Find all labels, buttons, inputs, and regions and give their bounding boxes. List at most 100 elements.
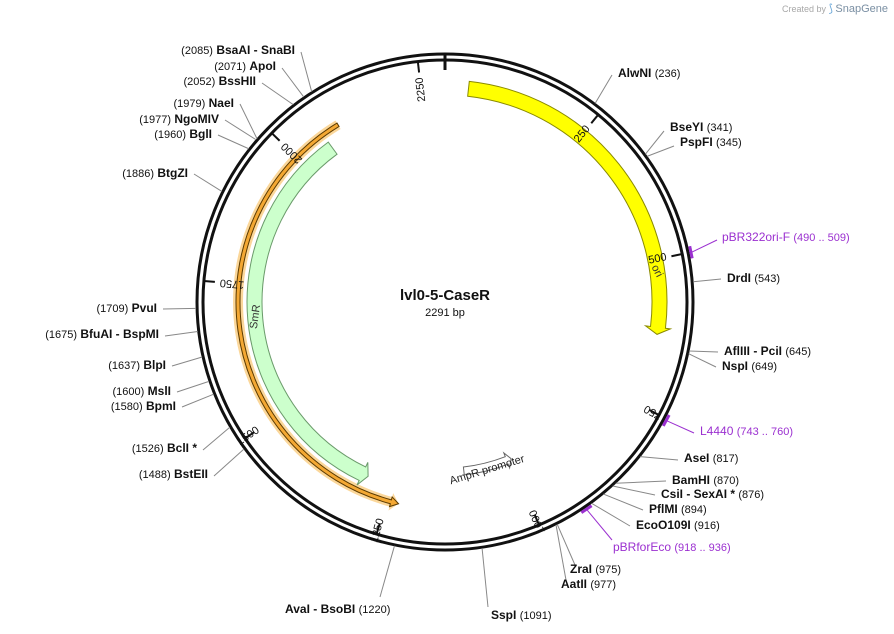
site-line-blpi: [171, 356, 203, 367]
tick-label-1250: 1250: [368, 517, 386, 544]
site-name-bpmi: BpmI: [146, 399, 176, 413]
site-name-blpi: BlpI: [143, 358, 166, 372]
primer-mark-pbrforeco[interactable]: [580, 504, 593, 514]
site-label-bfuai[interactable]: (1675) BfuAI - BspMI: [45, 327, 159, 341]
site-name-bseyi: BseYI: [670, 120, 703, 134]
site-line-alwni: [594, 74, 613, 104]
site-label-aatii[interactable]: AatII (977): [561, 577, 616, 591]
site-line-nspi: [688, 353, 717, 368]
site-position-bsaai: (2085): [181, 45, 213, 57]
tick-mark-250: [590, 114, 600, 124]
site-label-bcli[interactable]: (1526) BclI *: [132, 441, 197, 455]
site-position-naei: (1979): [174, 98, 206, 110]
site-label-pflmi[interactable]: PflMI (894): [649, 502, 707, 516]
orange-band-feature-arrow[interactable]: [235, 122, 400, 508]
primer-mark-pbr322ori-f[interactable]: [688, 245, 694, 259]
site-label-apoi[interactable]: (2071) ApoI: [214, 59, 276, 73]
tick-label-500: 500: [647, 251, 667, 266]
site-position-pvui: (1709): [97, 303, 129, 315]
site-position-bgli: (1960): [154, 129, 186, 141]
tick-mark-1250: [375, 523, 381, 535]
orange-band-halo: [232, 120, 399, 511]
site-label-csii[interactable]: CsiI - SexAI * (876): [661, 487, 764, 501]
site-label-drdi[interactable]: DrdI (543): [727, 271, 780, 285]
tick-mark-2000: [271, 132, 281, 142]
site-position-blpi: (1637): [108, 360, 140, 372]
primer-range-l4440: (743 .. 760): [737, 426, 793, 438]
primer-line-pbrforeco: [586, 509, 613, 541]
site-label-asei[interactable]: AseI (817): [684, 451, 738, 465]
site-name-bamhi: BamHI: [672, 473, 710, 487]
site-name-bsteii: BstEII: [174, 467, 208, 481]
site-label-afliii[interactable]: AflIII - PciI (645): [724, 344, 811, 358]
site-line-bsteii: [213, 448, 245, 477]
site-position-alwni: (236): [655, 68, 681, 80]
site-line-bpmi: [181, 393, 214, 408]
ampr-promoter-feature-arrow[interactable]: [462, 451, 512, 476]
site-position-afliii: (645): [785, 346, 811, 358]
site-label-bamhi[interactable]: BamHI (870): [672, 473, 739, 487]
site-label-ngomiv[interactable]: (1977) NgoMIV: [139, 112, 219, 126]
site-position-ecoo109i: (916): [694, 520, 720, 532]
site-position-drdi: (543): [754, 273, 780, 285]
site-name-pvui: PvuI: [132, 301, 157, 315]
tick-label-750: 750: [642, 402, 664, 421]
site-label-alwni[interactable]: AlwNI (236): [618, 66, 680, 80]
site-position-nspi: (649): [751, 361, 777, 373]
site-line-afliii: [689, 350, 719, 353]
tick-mark-1750: [203, 279, 215, 283]
site-line-sspi: [481, 548, 489, 608]
site-label-sspi[interactable]: SspI (1091): [491, 608, 551, 622]
site-line-bseyi: [644, 130, 665, 155]
site-position-bcli: (1526): [132, 443, 164, 455]
backbone-outer-ring: [195, 52, 695, 552]
site-name-btgzi: BtgZI: [157, 166, 188, 180]
site-label-bseyi[interactable]: BseYI (341): [670, 120, 732, 134]
site-label-ecoo109i[interactable]: EcoO109I (916): [636, 518, 720, 532]
tick-mark-750: [648, 409, 660, 416]
site-line-pspfi: [646, 145, 675, 157]
site-name-bsaai: BsaAI - SnaBI: [216, 43, 295, 57]
site-label-zrai[interactable]: ZraI (975): [570, 562, 621, 576]
site-position-bseyi: (341): [707, 122, 733, 134]
snapgene-logo-icon: ⟆: [828, 3, 833, 15]
site-label-btgzi[interactable]: (1886) BtgZI: [122, 166, 188, 180]
site-line-bamhi: [615, 480, 667, 484]
smr-feature-arrow[interactable]: [246, 141, 369, 486]
site-line-drdi: [693, 278, 722, 283]
site-label-bpmi[interactable]: (1580) BpmI: [111, 399, 176, 413]
site-label-pvui[interactable]: (1709) PvuI: [97, 301, 157, 315]
site-name-asei: AseI: [684, 451, 709, 465]
credit-prefix: Created by: [782, 4, 827, 14]
site-line-btgzi: [193, 173, 223, 192]
site-name-afliii: AflIII - PciI: [724, 344, 782, 358]
site-label-nspi[interactable]: NspI (649): [722, 359, 777, 373]
tick-label-1750: 1750: [219, 276, 244, 290]
site-name-pspfi: PspFI: [680, 135, 713, 149]
site-label-bgli[interactable]: (1960) BglI: [154, 127, 212, 141]
site-line-csii: [612, 485, 656, 496]
site-label-msli[interactable]: (1600) MslI: [113, 384, 171, 398]
primer-label-l4440[interactable]: L4440 (743 .. 760): [700, 424, 793, 438]
ori-feature-arrow[interactable]: [467, 80, 673, 335]
site-position-apoi: (2071): [214, 61, 246, 73]
site-label-naei[interactable]: (1979) NaeI: [174, 96, 235, 110]
site-name-avai: AvaI - BsoBI: [285, 602, 355, 616]
site-name-pflmi: PflMI: [649, 502, 678, 516]
site-label-bsaai[interactable]: (2085) BsaAI - SnaBI: [181, 43, 295, 57]
site-position-asei: (817): [713, 453, 739, 465]
site-label-bsteii[interactable]: (1488) BstEII: [139, 467, 208, 481]
primer-mark-l4440[interactable]: [661, 414, 671, 427]
site-label-blpi[interactable]: (1637) BlpI: [108, 358, 166, 372]
site-label-pspfi[interactable]: PspFI (345): [680, 135, 742, 149]
site-position-pspfi: (345): [716, 137, 742, 149]
site-position-ngomiv: (1977): [139, 114, 171, 126]
primer-label-pbrforeco[interactable]: pBRforEco (918 .. 936): [613, 540, 731, 554]
primer-label-pbr322ori-f[interactable]: pBR322ori-F (490 .. 509): [722, 230, 850, 244]
site-line-apoi: [281, 67, 305, 98]
site-position-bfuai: (1675): [45, 329, 77, 341]
site-line-msli: [176, 380, 210, 393]
site-label-avai[interactable]: AvaI - BsoBI (1220): [285, 602, 390, 616]
site-label-bsshii[interactable]: (2052) BssHII: [184, 74, 257, 88]
